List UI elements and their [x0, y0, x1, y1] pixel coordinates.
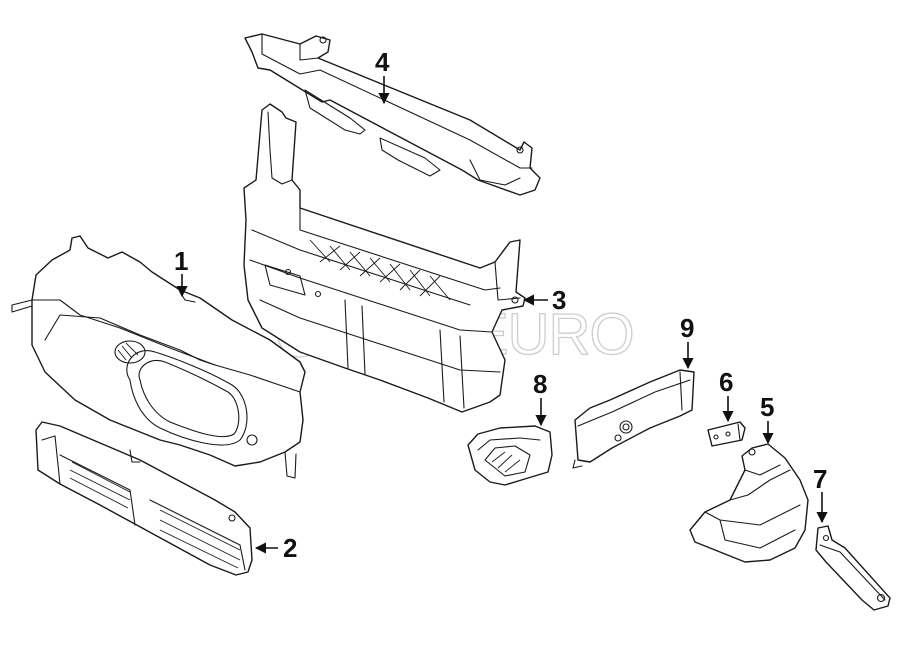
air-duct-left	[467, 425, 553, 486]
front-carrier-frame	[243, 103, 526, 413]
svg-text:1: 1	[174, 246, 188, 276]
bracket-arm	[815, 525, 891, 611]
callout-2: 2	[254, 533, 297, 563]
callout-4: 4	[375, 47, 390, 105]
grille-air-duct	[11, 235, 306, 479]
air-deflector	[689, 443, 809, 563]
callout-8: 8	[533, 369, 547, 427]
svg-text:5: 5	[760, 392, 774, 422]
svg-text:9: 9	[680, 313, 694, 343]
upper-support-beam	[244, 33, 541, 196]
svg-text:4: 4	[375, 47, 390, 77]
clip	[707, 421, 746, 447]
svg-text:2: 2	[283, 533, 297, 563]
svg-text:6: 6	[719, 367, 733, 397]
lower-grille	[35, 421, 253, 576]
callout-5: 5	[760, 392, 774, 445]
svg-text:8: 8	[533, 369, 547, 399]
svg-text:7: 7	[813, 464, 827, 494]
callout-3: 3	[522, 285, 566, 315]
callout-1: 1	[174, 246, 188, 298]
callout-7: 7	[813, 464, 828, 524]
callout-9: 9	[680, 313, 694, 370]
callout-6: 6	[719, 367, 734, 423]
side-bracket	[572, 369, 695, 469]
svg-text:3: 3	[552, 285, 566, 315]
